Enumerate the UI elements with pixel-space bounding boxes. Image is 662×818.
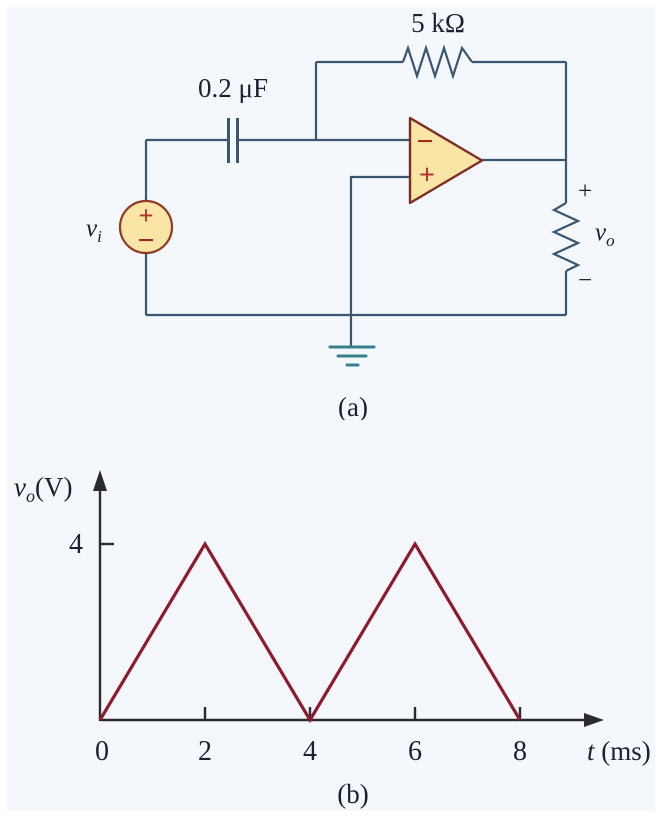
capacitor: [227, 118, 239, 163]
voltage-source-outline: [118, 199, 174, 255]
input-voltage-label: vi: [86, 215, 102, 246]
ground-icon: [328, 345, 376, 367]
opamp-inverting-sign: −: [416, 125, 433, 158]
output-voltage-label: vo: [595, 219, 615, 250]
caption-b: (b): [337, 779, 368, 809]
waveform: [98, 540, 522, 724]
x-tick-label-2: 2: [198, 736, 212, 767]
y-axis-label: vo(V): [14, 472, 72, 506]
resistor-value-label: 5 kΩ: [411, 8, 465, 38]
load-resistor: [551, 202, 581, 272]
x-tick-label-8: 8: [513, 736, 527, 767]
y-axis-arrow-icon: [93, 470, 107, 491]
source-plus-sign: +: [139, 201, 154, 230]
x-axis-label: t (ms): [587, 736, 651, 766]
x-tick-label-0: 0: [95, 736, 109, 767]
noninverting-input-wire: [349, 175, 410, 347]
capacitor-value-label: 0.2 μF: [198, 73, 268, 103]
output-waveform-chart: vo(V) 4 0 2 4 6 8 t (ms) (b): [14, 470, 651, 809]
caption-a: (a): [338, 392, 368, 420]
voltage-source: [120, 201, 172, 253]
opamp-outline: [408, 116, 484, 205]
x-tick-label-6: 6: [408, 736, 422, 767]
x-axis-arrow-icon: [584, 713, 604, 727]
circuit-wires: [144, 44, 581, 347]
y-tick-label-4: 4: [69, 529, 83, 560]
opamp: [410, 118, 482, 203]
output-minus-sign: −: [578, 267, 592, 294]
source-minus-sign: −: [137, 224, 154, 257]
opamp-noninverting-sign: +: [419, 160, 435, 191]
axes: [98, 482, 592, 722]
circuit-diagram: + − − + 5 kΩ 0.2 μF vi + vo − (a): [86, 8, 615, 420]
output-plus-sign: +: [578, 178, 592, 205]
feedback-resistor: [401, 44, 473, 80]
x-tick-label-4: 4: [303, 736, 317, 767]
